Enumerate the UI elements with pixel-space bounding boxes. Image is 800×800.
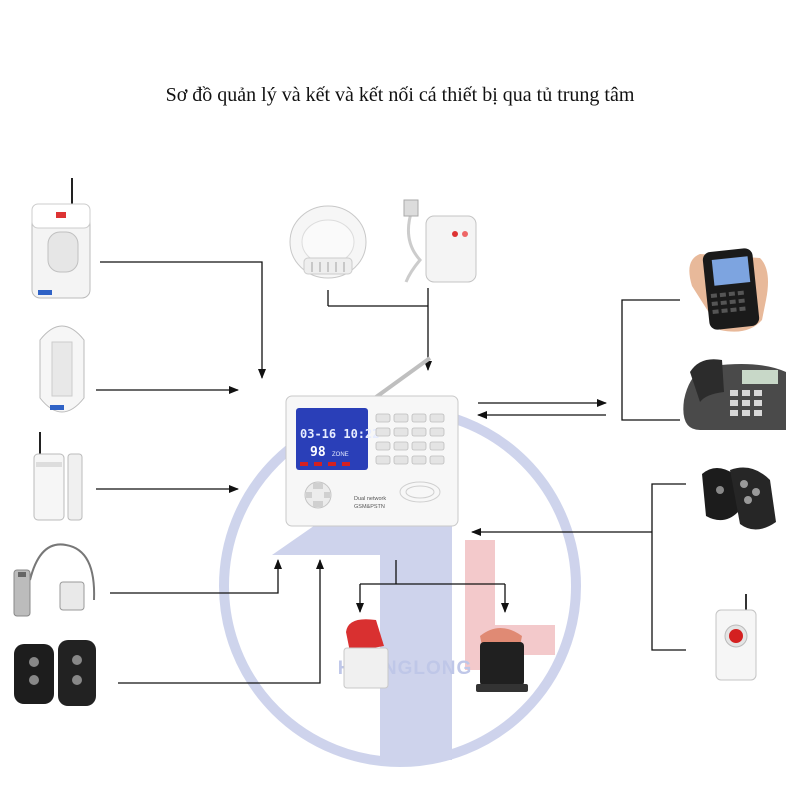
bracket-remotes (651, 483, 686, 651)
panel-led-row (300, 462, 350, 466)
panel-lcd-line1: 03-16 10:22 (300, 427, 379, 441)
strobe-siren (343, 619, 389, 689)
panel-lcd-line2: 98 (310, 445, 326, 460)
gas-detector (403, 199, 477, 283)
panel-nav-pad (304, 481, 332, 509)
remote-controls (702, 467, 776, 530)
panel-caption-2: GSM&PSTN (354, 504, 385, 510)
panel-antenna (370, 356, 432, 402)
panel-caption-1: Dual network (354, 496, 386, 502)
curtain-pir-detector (39, 325, 85, 413)
alarm-control-panel: 03-16 10:22 98 ZONE (285, 356, 459, 527)
pir-motion-detector (31, 178, 91, 299)
arrow-roller-to-panel (110, 559, 282, 594)
roller-door-sensor (13, 543, 96, 617)
panel-lcd-line2-small: ZONE (332, 452, 349, 458)
panel-keypad (375, 413, 445, 465)
remote-key-fob (14, 640, 96, 706)
arrow-fob-to-panel (118, 559, 324, 684)
diagram-title: Sơ đồ quản lý và kết và kết nối cá thiết… (165, 84, 635, 106)
door-contact-sensor (33, 432, 83, 521)
mobile-phone (689, 248, 768, 332)
arrow-pir-to-panel (100, 261, 266, 379)
desk-phone (683, 359, 786, 430)
connector-lines (96, 261, 686, 684)
panel-speaker (399, 481, 441, 503)
bracket-phones (621, 299, 680, 421)
panic-button (715, 594, 757, 681)
indoor-siren (476, 628, 528, 692)
panel-lcd (296, 408, 368, 470)
smoke-detector (289, 205, 367, 279)
